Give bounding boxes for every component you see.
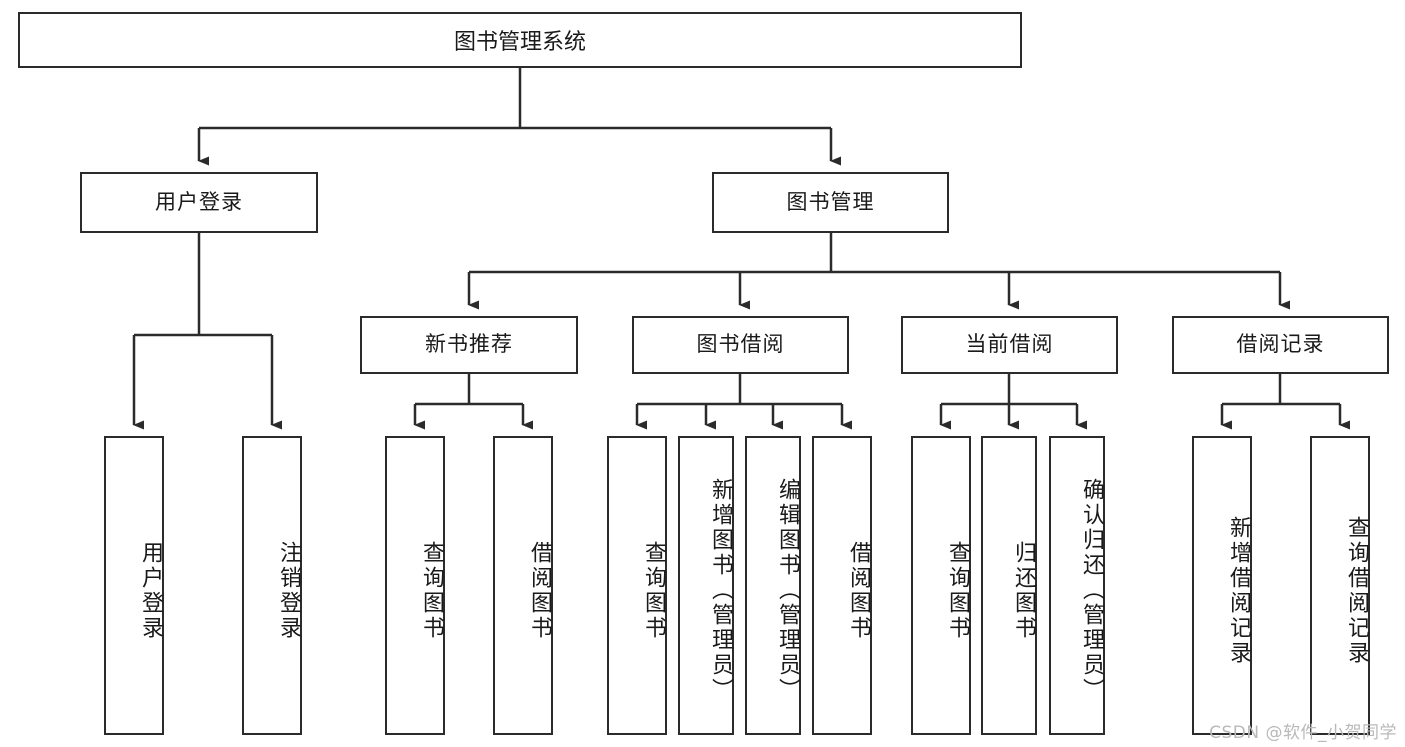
node-leaf-edit-book[interactable]: 编辑图书（管理员） (745, 436, 801, 735)
node-label: 查询图书 (945, 540, 970, 641)
node-label: 查询图书 (419, 540, 444, 641)
node-label: 图书借阅 (696, 332, 785, 357)
node-label: 查询借阅记录 (1344, 515, 1369, 666)
node-label: 图书管理系统 (453, 30, 586, 55)
node-current-borrow[interactable]: 当前借阅 (901, 316, 1118, 374)
node-leaf-add-book[interactable]: 新增图书（管理员） (678, 436, 734, 735)
node-leaf-borrow-book-1[interactable]: 借阅图书 (493, 436, 553, 735)
node-label: 新增图书（管理员） (708, 478, 733, 703)
node-label: 编辑图书（管理员） (775, 478, 800, 703)
node-leaf-query-book-2[interactable]: 查询图书 (607, 436, 667, 735)
node-label: 查询图书 (641, 540, 666, 641)
node-new-book-recommend[interactable]: 新书推荐 (360, 316, 578, 374)
node-label: 借阅图书 (846, 540, 871, 641)
csdn-watermark: CSDN @软件_小贺同学 (1209, 723, 1397, 743)
node-label: 用户登录 (138, 540, 163, 641)
node-leaf-confirm-return[interactable]: 确认归还（管理员） (1049, 436, 1105, 735)
node-label: 新增借阅记录 (1226, 515, 1251, 666)
node-label: 归还图书 (1011, 540, 1036, 641)
node-book-management[interactable]: 图书管理 (712, 172, 949, 233)
node-leaf-query-book-1[interactable]: 查询图书 (385, 436, 445, 735)
node-label: 确认归还（管理员） (1079, 478, 1104, 703)
node-leaf-return-book[interactable]: 归还图书 (981, 436, 1037, 735)
node-label: 新书推荐 (425, 332, 513, 357)
node-label: 注销登录 (276, 540, 301, 641)
node-label: 当前借阅 (965, 332, 1054, 357)
node-book-borrow[interactable]: 图书借阅 (632, 316, 849, 374)
node-borrow-record[interactable]: 借阅记录 (1172, 316, 1389, 374)
node-root-book-management-system[interactable]: 图书管理系统 (18, 12, 1022, 68)
node-leaf-query-book-3[interactable]: 查询图书 (911, 436, 971, 735)
node-leaf-user-login[interactable]: 用户登录 (104, 436, 164, 735)
node-leaf-logout[interactable]: 注销登录 (242, 436, 302, 735)
node-leaf-borrow-book-2[interactable]: 借阅图书 (812, 436, 872, 735)
node-leaf-add-record[interactable]: 新增借阅记录 (1192, 436, 1252, 735)
node-label: 借阅记录 (1236, 332, 1325, 357)
node-label: 图书管理 (786, 189, 875, 214)
node-label: 用户登录 (155, 189, 243, 214)
node-user-login[interactable]: 用户登录 (80, 172, 318, 233)
node-label: 借阅图书 (527, 540, 552, 641)
node-leaf-query-record[interactable]: 查询借阅记录 (1310, 436, 1370, 735)
